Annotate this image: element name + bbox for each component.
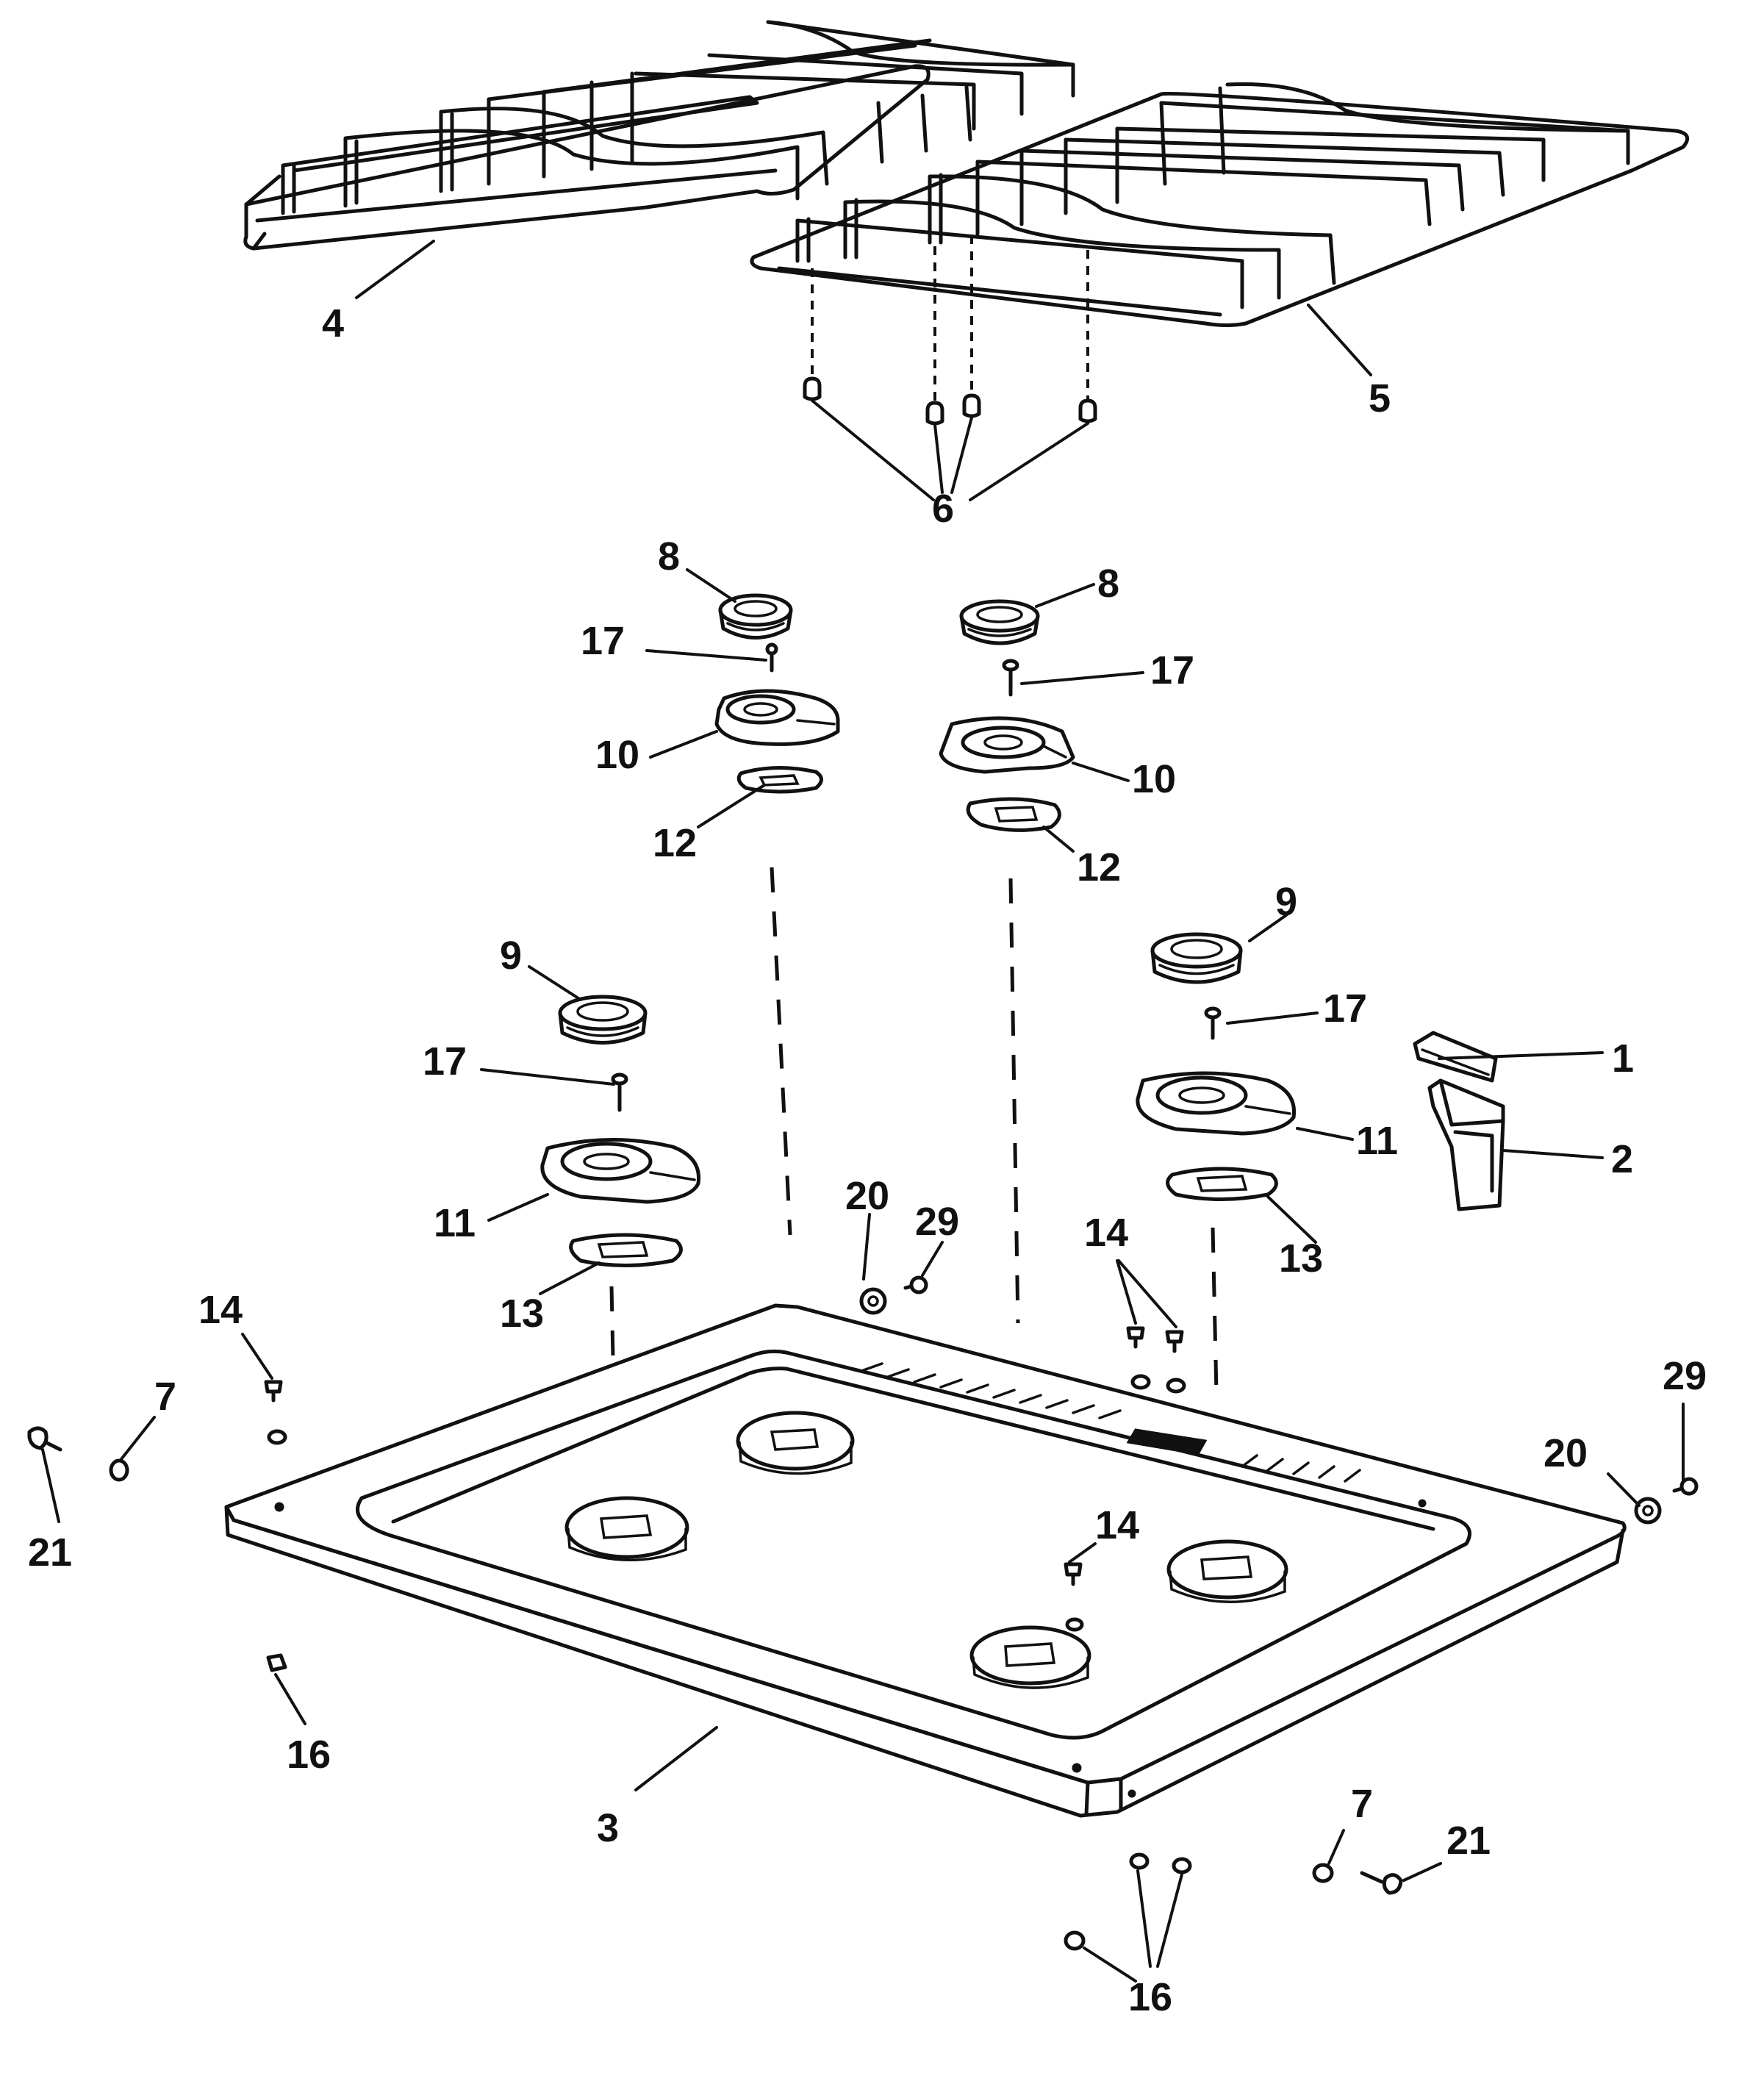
left-burner-grate bbox=[243, 20, 1075, 251]
gasket-right bbox=[966, 797, 1061, 832]
rubber-foot-icon bbox=[1078, 398, 1097, 423]
grate-feet bbox=[803, 235, 1097, 426]
grommet-icon bbox=[1634, 1497, 1662, 1525]
leader-lines bbox=[41, 240, 1685, 1983]
burner-well bbox=[564, 1496, 689, 1562]
callout-label: 12 bbox=[1077, 845, 1121, 889]
burner-cap-right bbox=[959, 599, 1040, 645]
callout-label: 11 bbox=[1356, 1119, 1398, 1163]
callout-label: 17 bbox=[581, 619, 625, 663]
control-knob-housing bbox=[1427, 1078, 1505, 1211]
burner-base-lower-left bbox=[540, 1138, 701, 1204]
burner-base-lower-right bbox=[1136, 1071, 1297, 1136]
screw-icon bbox=[1064, 1562, 1084, 1632]
rubber-foot-icon bbox=[1064, 1930, 1086, 1951]
callout-label: 20 bbox=[1544, 1431, 1588, 1475]
callout-label: 5 bbox=[1369, 376, 1391, 420]
screw-icon bbox=[903, 1275, 928, 1294]
rubber-foot-icon bbox=[1172, 1857, 1192, 1874]
callout-label: 20 bbox=[845, 1174, 889, 1218]
callout-label: 13 bbox=[1279, 1236, 1323, 1281]
screw-icon bbox=[1002, 659, 1019, 697]
callout-label: 7 bbox=[154, 1375, 176, 1419]
callout-label: 9 bbox=[500, 934, 522, 978]
rubber-foot-icon bbox=[962, 393, 981, 418]
burner-well bbox=[736, 1411, 855, 1475]
callout-label: 6 bbox=[932, 487, 954, 531]
screw-icon bbox=[1360, 1871, 1403, 1895]
callout-label: 3 bbox=[597, 1806, 619, 1850]
callout-label: 17 bbox=[1150, 648, 1194, 692]
callout-label: 12 bbox=[653, 821, 697, 865]
callout-label: 11 bbox=[434, 1201, 476, 1245]
gasket-lower-right bbox=[1166, 1167, 1278, 1201]
callout-label: 14 bbox=[198, 1288, 243, 1332]
screw-icon bbox=[1672, 1477, 1699, 1496]
callout-label: 8 bbox=[658, 534, 680, 579]
callout-label: 4 bbox=[322, 301, 344, 345]
callout-label: 17 bbox=[1323, 986, 1367, 1031]
callout-label: 9 bbox=[1275, 880, 1297, 924]
washer-icon bbox=[1312, 1863, 1334, 1883]
callout-label: 14 bbox=[1095, 1503, 1139, 1547]
right-burner-grate bbox=[750, 82, 1690, 327]
callout-label: 2 bbox=[1611, 1137, 1633, 1181]
rubber-foot-icon bbox=[803, 376, 822, 401]
cooktop-main-top bbox=[224, 1303, 1627, 1818]
callout-label: 13 bbox=[500, 1292, 544, 1336]
callout-label: 21 bbox=[28, 1530, 72, 1575]
gasket-lower-left bbox=[569, 1233, 683, 1267]
washer-icon bbox=[109, 1458, 129, 1482]
callout-label: 10 bbox=[1132, 757, 1176, 801]
callout-label: 16 bbox=[1128, 1975, 1172, 2019]
callout-label: 7 bbox=[1351, 1782, 1373, 1826]
callout-label: 14 bbox=[1084, 1211, 1128, 1255]
rubber-foot-icon bbox=[266, 1653, 287, 1672]
grommet-icon bbox=[859, 1287, 887, 1315]
burner-base-left bbox=[714, 689, 840, 746]
callout-label: 16 bbox=[287, 1733, 331, 1777]
callout-label: 21 bbox=[1446, 1819, 1491, 1863]
screw-icon bbox=[611, 1072, 628, 1112]
simmer-cap-right bbox=[1150, 932, 1243, 984]
callout-label: 1 bbox=[1612, 1036, 1634, 1081]
burner-well bbox=[1166, 1539, 1288, 1604]
screw-icon bbox=[1165, 1330, 1186, 1394]
callout-label: 17 bbox=[423, 1039, 467, 1084]
rubber-foot-icon bbox=[1129, 1852, 1150, 1870]
burner-cap-left bbox=[718, 593, 793, 640]
callout-label: 8 bbox=[1097, 562, 1119, 606]
screw-icon bbox=[27, 1426, 62, 1452]
gasket-left bbox=[736, 765, 823, 794]
callout-label: 29 bbox=[915, 1200, 959, 1244]
screw-icon bbox=[765, 642, 778, 673]
callout-labels: 1 2 3 4 5 6 7 7 8 8 9 9 10 10 11 11 12 1… bbox=[28, 301, 1707, 2019]
screw-icon bbox=[1126, 1326, 1151, 1390]
callout-label: 29 bbox=[1663, 1354, 1707, 1398]
simmer-cap-left bbox=[558, 995, 648, 1045]
burner-well bbox=[969, 1625, 1091, 1689]
burner-base-right bbox=[939, 716, 1075, 774]
rubber-foot-icon bbox=[925, 401, 944, 426]
screw-icon bbox=[264, 1380, 287, 1445]
callout-label: 10 bbox=[595, 733, 639, 777]
screw-icon bbox=[1204, 1006, 1222, 1040]
